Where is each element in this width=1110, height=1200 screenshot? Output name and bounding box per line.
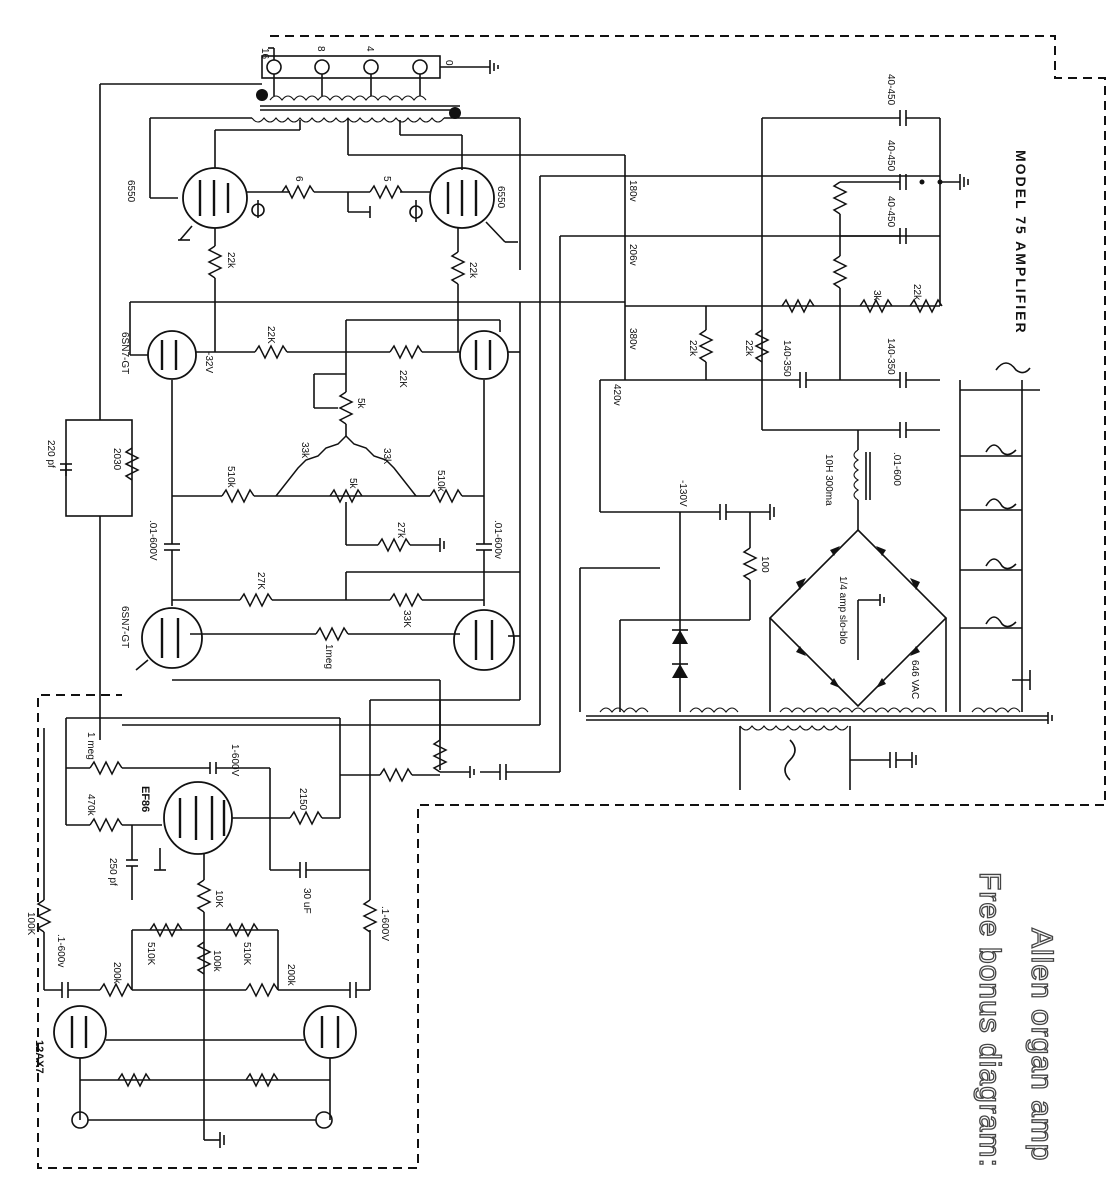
c-30uf-label: 30 uF [301, 888, 312, 914]
chassis-border [37, 35, 1106, 1169]
grid-stopper-resistors: 6 5 [281, 176, 403, 218]
choke-label: 10H 300ma [823, 454, 834, 506]
r-33K-label: 33K [401, 610, 412, 628]
ac-voltage-label: 646 VAC [909, 660, 920, 699]
output-tube-left: 6550 [125, 167, 290, 241]
c-220pf-label: 220 pf [45, 440, 56, 468]
ef86-preamp: EF86 1 meg 470k 1-600V 2150 30 uF 250 pf [65, 717, 440, 1140]
feedback-wire [99, 47, 275, 420]
bonus-line-1: Free bonus diagram: [973, 872, 1006, 1168]
control-switches [959, 362, 1040, 712]
c-01-600-b-label: .01-600v [492, 520, 503, 559]
tube-6sn7-top-label: 6SN7-GT [119, 332, 130, 374]
r-22k-g-label: 22k [743, 340, 754, 357]
c-1-600-label: .1-600V [379, 906, 390, 941]
r-22k-a-label: 22k [225, 252, 236, 269]
output-terminal-strip: 16 8 4 0 [259, 46, 499, 79]
r-6-label: 6 [293, 176, 304, 182]
r-33k-a-label: 33k [299, 442, 310, 459]
output-grid-resistors: 22k 22k [207, 228, 478, 345]
tube-6550-left-label: 6550 [125, 180, 136, 203]
driver-tube-right [440, 330, 520, 380]
r-510k-a-label: 510k [225, 466, 236, 489]
r-22k-e-label: 22k [687, 340, 698, 357]
c-40-450-a-label: 40-450 [885, 74, 896, 106]
tap-16: 16 [259, 48, 270, 60]
c-01-600-c-label: .01-600 [891, 452, 902, 486]
output-transformer [149, 74, 626, 380]
r-27k-a-label: 27k [395, 522, 406, 539]
r-1meg-b-label: 1 meg [85, 732, 96, 760]
r-22K-c-label: 22K [265, 326, 276, 344]
v206-label: 206v [627, 244, 638, 266]
r-510k-b-label: 510k [435, 470, 446, 493]
r-470k-label: 470k [85, 794, 96, 817]
c-01-600-a-label: .01-600V [147, 520, 158, 561]
phase-splitter-wiring: 27K 33K 1meg [172, 302, 521, 770]
r-5-label: 5 [381, 176, 392, 182]
r-100k-b-label: 100k [211, 950, 222, 973]
r-1meg-label: 1meg [323, 644, 334, 669]
c-140-350-a-label: 140-350 [781, 340, 792, 377]
tube-12ax7-label: 12AX7 [33, 1040, 45, 1074]
12ax7-input-stage: 100K .1-600v 200k 510K 510K 100k 200k .1… [25, 700, 390, 1148]
c-250pf-label: 250 pf [107, 858, 118, 886]
tap-4: 4 [364, 46, 375, 52]
r-27K-b-label: 27K [255, 572, 266, 590]
signal-routing [122, 175, 940, 780]
c-40-450-c-label: 40-450 [885, 196, 896, 228]
r-5k-b-label: 5k [347, 478, 358, 490]
v380-label: 380v [627, 328, 638, 350]
r-3k-label: 3k [871, 290, 882, 302]
r-2150-label: 2150 [297, 788, 308, 811]
v420-label: 420v [611, 384, 622, 406]
r-100-label: 100 [759, 556, 770, 573]
power-supply-filter: 40-450 40-450 40-450 3k 22k 22k 22k [599, 74, 969, 530]
feedback-network: 220 pf 2030 [45, 419, 140, 740]
r-33k-b-label: 33k [381, 448, 392, 465]
r-100K-a-label: 100K [25, 912, 36, 936]
bonus-line-2: Allen organ amp [1025, 928, 1058, 1161]
r-22k-f-label: 22k [911, 284, 922, 301]
negative-supply: 100 -130V [579, 480, 775, 712]
r-200k-b-label: 200k [285, 964, 296, 987]
r-22K-d-label: 22K [397, 370, 408, 388]
tube-6550-right-label: 6550 [495, 186, 506, 209]
bias-voltage-label: -32V [203, 352, 214, 373]
c-1-600-pre-label: 1-600V [229, 744, 240, 777]
c-40-450-b-label: 40-450 [885, 140, 896, 172]
phase-splitter-left: 6SN7-GT [119, 606, 203, 671]
r-22k-b-label: 22k [467, 262, 478, 279]
power-transformer [586, 707, 1053, 790]
v180-label: 180v [627, 180, 638, 202]
phase-splitter-right [453, 609, 515, 671]
r-2030-label: 2030 [111, 448, 122, 471]
balance-network: 5k 33k 33k 5k 27k 510k 510k [172, 352, 484, 553]
tube-6sn7-bottom-label: 6SN7-GT [119, 606, 130, 648]
model-title: MODEL 75 AMPLIFIER [1013, 150, 1029, 335]
neg-voltage-label: -130V [677, 480, 688, 507]
c-1600-label: .1-600v [55, 934, 66, 967]
c-140-350-b-label: 140-350 [885, 338, 896, 375]
r-10K-label: 10K [213, 890, 224, 908]
coupling-caps: .01-600V .01-600v [147, 498, 503, 606]
tap-8: 8 [315, 46, 326, 52]
r-200k-a-label: 200k [111, 962, 122, 985]
fuse-label: 1/4 amp slo-blo [837, 576, 848, 645]
driver-tube-left: 6SN7-GT -32V [119, 330, 255, 380]
bridge-rectifier: 1/4 amp slo-blo 646 VAC [768, 528, 948, 712]
screen-supply-lines [214, 345, 459, 352]
r-5k-a-label: 5k [355, 398, 366, 410]
driver-wiring: 22K 22K [129, 301, 625, 498]
r-510K-d-label: 510K [241, 942, 252, 966]
r-510K-c-label: 510K [145, 942, 156, 966]
output-tube-right: 6550 [400, 167, 518, 243]
tap-0: 0 [443, 60, 454, 66]
tube-ef86-label: EF86 [139, 786, 151, 812]
